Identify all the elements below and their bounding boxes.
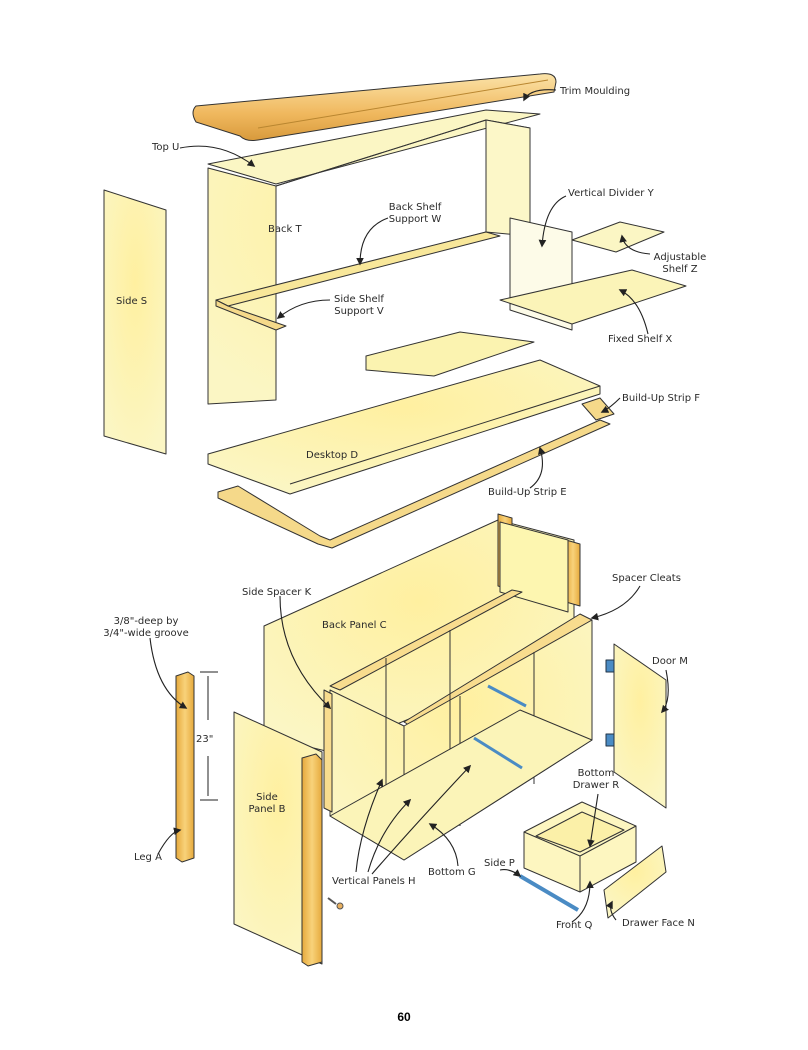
build-up-strip-f-label: Build-Up Strip F <box>622 393 700 404</box>
back-panel-c-label: Back Panel C <box>322 620 387 631</box>
top-u <box>207 109 541 185</box>
vertical-panels-h-label: Vertical Panels H <box>332 876 416 887</box>
door-m-label: Door M <box>652 656 688 667</box>
leg-a-label: Leg A <box>134 852 162 863</box>
build-up-strip-f <box>581 397 615 421</box>
side-spacer-k <box>323 689 333 813</box>
door-m <box>613 643 667 809</box>
side-s <box>103 189 167 455</box>
dimension-23-label: 23" <box>196 734 214 745</box>
adjustable-shelf-z-label-2: Shelf Z <box>662 264 698 275</box>
side-panel-b <box>233 711 323 965</box>
build-up-strip-e-label: Build-Up Strip E <box>488 487 567 498</box>
vertical-divider-y-label: Vertical Divider Y <box>568 188 654 199</box>
side-shelf-support-v-label-2: Support V <box>334 306 384 317</box>
side-s-label: Side S <box>116 296 148 307</box>
side-spacer-k-label: Side Spacer K <box>242 587 312 598</box>
side-panel-b-label-2: Panel B <box>248 804 286 815</box>
spacer-cleats-label: Spacer Cleats <box>612 573 681 584</box>
back-t-label: Back T <box>268 224 302 235</box>
side-shelf-support-v <box>215 299 287 331</box>
bottom-g-label: Bottom G <box>428 867 476 878</box>
side-shelf-support-v-label-1: Side Shelf <box>334 294 384 305</box>
side-p <box>518 874 580 912</box>
adjustable-shelf-z-label-1: Adjustable <box>653 252 707 263</box>
front-q-label: Front Q <box>556 920 593 931</box>
build-up-strip-e <box>217 419 611 549</box>
back-shelf-support-w-label-1: Back Shelf <box>388 202 442 213</box>
side-panel-b-label-1: Side <box>256 792 278 803</box>
bottom-drawer-r-label-2: Drawer R <box>572 780 620 791</box>
groove-label-1: 3/8"-deep by <box>113 616 179 627</box>
drawer-face-n-label: Drawer Face N <box>622 918 695 929</box>
groove-label-2: 3/4"-wide groove <box>103 628 189 639</box>
desktop-d-label: Desktop D <box>306 450 359 461</box>
page-number: 60 <box>397 1010 411 1024</box>
side-p-label: Side P <box>484 858 515 869</box>
spacer-cleats <box>329 589 523 691</box>
bottom-g <box>329 709 593 861</box>
fixed-shelf-x-label: Fixed Shelf X <box>608 334 673 345</box>
desktop-d <box>207 359 601 495</box>
leg-a <box>175 671 195 863</box>
adjustable-shelf-z <box>571 221 665 253</box>
top-u-label: Top U <box>152 142 180 153</box>
bottom-drawer-r-label-1: Bottom <box>577 768 615 779</box>
fixed-shelf-x <box>499 269 687 325</box>
back-shelf-support-w-label-2: Support W <box>388 214 442 225</box>
trim-moulding-label: Trim Moulding <box>560 86 631 97</box>
